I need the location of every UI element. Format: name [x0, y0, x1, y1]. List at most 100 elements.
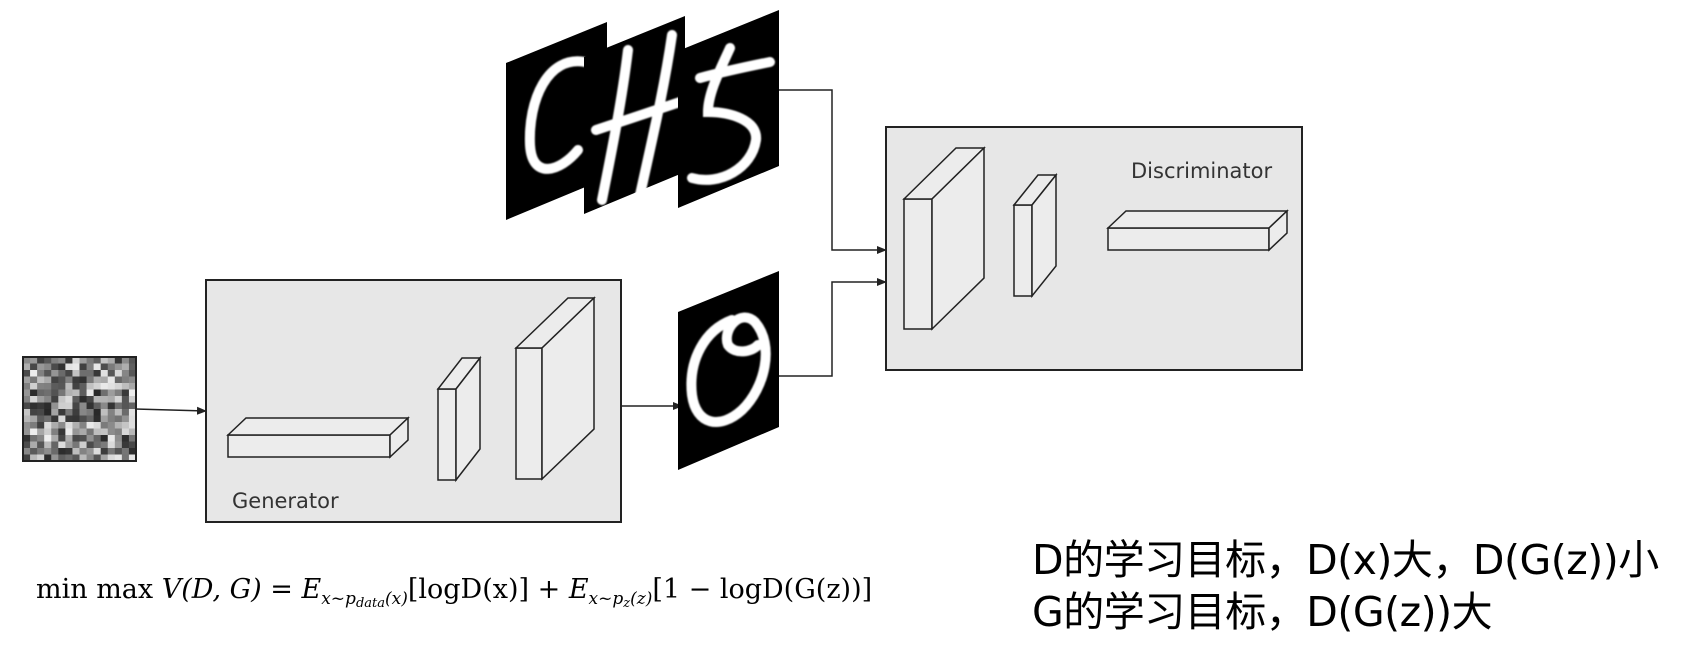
- noise-pixel: [58, 428, 66, 436]
- noise-pixel: [121, 448, 130, 455]
- noise-pixel: [93, 428, 102, 436]
- noise-pixel: [128, 454, 137, 462]
- noise-pixel: [107, 402, 116, 410]
- generated-digit-0: [678, 271, 779, 470]
- noise-pixel: [107, 441, 116, 449]
- noise-pixel: [121, 396, 130, 403]
- noise-pixel: [107, 396, 116, 403]
- noise-pixel: [79, 409, 88, 416]
- formula-term1: [logD(x)] +: [407, 574, 569, 605]
- noise-pixel: [79, 376, 88, 384]
- noise-pixel: [128, 428, 137, 436]
- noise-pixel: [128, 376, 137, 384]
- noise-pixel: [100, 435, 109, 442]
- formula-term2: [1 − logD(G(z))]: [652, 574, 873, 605]
- noise-pixel: [37, 435, 45, 442]
- noise-pixel: [79, 396, 88, 403]
- noise-pixel: [121, 363, 130, 371]
- noise-pixel: [72, 383, 80, 390]
- noise-pixel: [44, 363, 52, 371]
- noise-pixel: [128, 357, 137, 364]
- noise-pixel: [51, 422, 59, 429]
- noise-pixel: [121, 370, 130, 377]
- noise-pixel: [72, 376, 80, 384]
- noise-pixel: [51, 454, 59, 462]
- generator-conv-layer-large: [514, 296, 596, 481]
- noise-pixel: [93, 370, 102, 377]
- noise-pixel: [107, 383, 116, 390]
- noise-pixel: [128, 441, 137, 449]
- noise-pixel: [30, 383, 38, 390]
- noise-pixel: [100, 448, 109, 455]
- noise-pixel: [23, 441, 31, 449]
- noise-pixel: [65, 357, 73, 364]
- noise-pixel: [107, 448, 116, 455]
- formula-lead: min max: [36, 574, 162, 605]
- discriminator-conv-layer-small: [1012, 172, 1058, 299]
- noise-pixel: [72, 448, 80, 455]
- real-digit-c: [506, 22, 607, 220]
- formula-v: V: [161, 574, 182, 605]
- noise-pixel: [121, 454, 130, 462]
- noise-pixel: [23, 428, 31, 436]
- fake-to-discriminator-arrow: [779, 278, 887, 377]
- noise-pixel: [100, 415, 109, 423]
- noise-pixel: [79, 441, 88, 449]
- discriminator-box: Discriminator: [885, 126, 1303, 371]
- noise-pixel: [44, 409, 52, 416]
- noise-pixel: [30, 363, 38, 371]
- noise-pixel: [44, 383, 52, 390]
- noise-pixel: [79, 435, 88, 442]
- noise-pixel: [58, 448, 66, 455]
- noise-pixel: [37, 357, 45, 364]
- formula-sub1-inner: data: [355, 596, 385, 611]
- noise-pixel: [128, 422, 137, 429]
- noise-pixel: [121, 409, 130, 416]
- noise-pixel: [72, 396, 80, 403]
- noise-pixel: [30, 409, 38, 416]
- real-to-discriminator-arrow: [779, 89, 887, 254]
- noise-pixel: [93, 454, 102, 462]
- noise-pixel: [79, 402, 88, 410]
- noise-pixel: [93, 402, 102, 410]
- noise-pixel: [128, 389, 137, 397]
- noise-pixel: [100, 376, 109, 384]
- noise-pixel: [121, 422, 130, 429]
- noise-pixel: [128, 435, 137, 442]
- noise-pixel: [23, 363, 31, 371]
- noise-pixel: [58, 402, 66, 410]
- formula-sub2-inner: z: [623, 596, 631, 611]
- noise-pixel: [65, 448, 73, 455]
- noise-pixel: [30, 428, 38, 436]
- noise-pixel: [30, 370, 38, 377]
- noise-pixel: [65, 376, 73, 384]
- generator-box: Generator: [205, 279, 622, 523]
- noise-pixel: [30, 389, 38, 397]
- noise-pixel: [100, 396, 109, 403]
- noise-pixel: [44, 428, 52, 436]
- noise-pixel: [86, 383, 95, 390]
- noise-pixel: [93, 409, 102, 416]
- noise-pixel: [30, 435, 38, 442]
- noise-pixel: [23, 409, 31, 416]
- noise-pixel: [23, 435, 31, 442]
- discriminator-dense-layer: [1106, 209, 1289, 252]
- noise-pixel: [121, 435, 130, 442]
- noise-pixel: [44, 370, 52, 377]
- noise-pixel: [30, 396, 38, 403]
- noise-pixel: [79, 422, 88, 429]
- noise-pixel: [93, 422, 102, 429]
- noise-pixel: [114, 402, 123, 410]
- noise-pixel: [79, 415, 88, 423]
- noise-pixel: [58, 435, 66, 442]
- noise-pixel: [58, 415, 66, 423]
- noise-pixel: [79, 428, 88, 436]
- noise-pixel: [65, 396, 73, 403]
- noise-pixel: [51, 415, 59, 423]
- noise-pixel: [100, 383, 109, 390]
- noise-pixel: [93, 448, 102, 455]
- noise-pixel: [114, 383, 123, 390]
- noise-pixel: [44, 454, 52, 462]
- noise-pixel: [65, 370, 73, 377]
- noise-pixel: [114, 415, 123, 423]
